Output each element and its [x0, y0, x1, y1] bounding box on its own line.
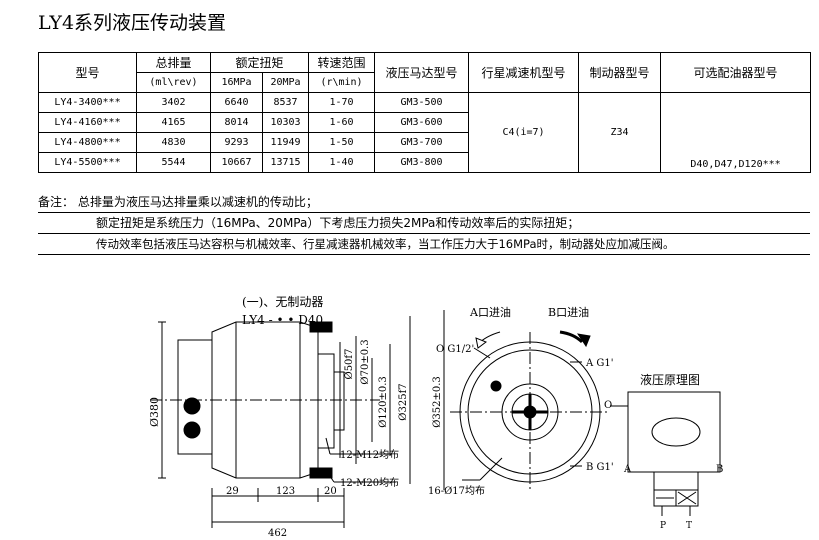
cell-model: LY4-3400*** [38, 92, 137, 113]
header-model: 型号 [38, 52, 137, 93]
port-a-in: A口进油 [469, 305, 511, 319]
port-a: A G1' [585, 358, 614, 369]
cell-speed: 1-40 [308, 152, 376, 173]
cell-reducer: C4(i=7) [468, 92, 580, 173]
note-line-1: 备注： 总排量为液压马达排量乘以减速机的传动比； [38, 192, 810, 213]
cell-speed: 1-50 [308, 132, 376, 153]
spec-table: 型号 总排量 额定扭矩 转速范围 液压马达型号 行星减速机型号 制动器型号 可选… [38, 52, 812, 173]
schematic-title: 液压原理图 [640, 372, 700, 387]
cell-speed: 1-60 [308, 112, 376, 133]
schematic-p: P [660, 521, 666, 531]
page-title: LY4系列液压传动装置 [38, 12, 227, 34]
cell-displacement: 3402 [136, 92, 211, 113]
dim-d50: Ø50f7 [344, 349, 355, 380]
schematic-a: A [623, 464, 632, 475]
table-row: LY4-4800*** 4830 9293 11949 1-50 GM3-700 [38, 132, 811, 153]
table-row: LY4-3400*** 3402 6640 8537 1-70 GM3-500 … [38, 92, 812, 173]
header-displacement-unit: (ml\rev) [136, 72, 211, 93]
cell-torque-20: 8537 [261, 92, 310, 113]
cell-motor: GM3-800 [374, 152, 470, 173]
cell-torque-16: 8014 [210, 112, 263, 133]
header-torque-16: 16MPa [210, 72, 263, 93]
front-view [450, 332, 610, 492]
schematic-t: T [686, 521, 692, 531]
cell-speed: 1-70 [308, 92, 376, 113]
header-torque-20: 20MPa [261, 72, 310, 93]
header-brake: 制动器型号 [578, 52, 662, 93]
dim-d325: Ø325f7 [398, 383, 409, 420]
dim-d380: Ø380 [148, 397, 161, 427]
note-line-3: 传动效率包括液压马达容积与机械效率、行星减速器机械效率，当工作压力大于16MPa… [38, 234, 810, 255]
cell-motor: GM3-700 [374, 132, 470, 153]
cell-model: LY4-5500*** [38, 152, 137, 173]
notes-block: 备注： 总排量为液压马达排量乘以减速机的传动比； 额定扭矩是系统压力（16MPa… [38, 192, 810, 255]
drawing-caption-2: LY4 - • • D40 [242, 313, 323, 327]
cell-displacement: 4830 [136, 132, 211, 153]
header-speed-unit: (r\min) [308, 72, 376, 93]
cell-torque-16: 9293 [210, 132, 263, 153]
port-o: O G1/2' [436, 344, 474, 355]
note-text-1: 总排量为液压马达排量乘以减速机的传动比； [77, 195, 318, 209]
cell-adapter: D40,D47,D120*** [660, 92, 812, 173]
dim-bolt-m12: 12-M12均布 [340, 449, 399, 461]
header-speed: 转速范围 [308, 52, 376, 73]
cell-torque-20: 10303 [261, 112, 310, 133]
cell-torque-16: 6640 [210, 92, 263, 113]
drawing-caption-1: (一)、无制动器 [242, 295, 323, 309]
cell-motor: GM3-600 [374, 112, 470, 133]
note-line-2: 额定扭矩是系统压力（16MPa、20MPa）下考虑压力损失2MPa和传动效率后的… [38, 213, 810, 234]
header-motor: 液压马达型号 [374, 52, 470, 93]
header-displacement: 总排量 [136, 52, 211, 73]
notes-label: 备注： [38, 195, 75, 209]
hydraulic-schematic [610, 391, 721, 516]
cell-brake: Z34 [578, 92, 662, 173]
dim-d120: Ø120±0.3 [378, 376, 389, 428]
cell-torque-16: 10667 [210, 152, 263, 173]
cell-model: LY4-4160*** [38, 112, 137, 133]
port-b: B G1' [586, 462, 614, 473]
dim-bolt-m20: 12-M20均布 [340, 477, 399, 489]
header-adapter: 可选配油器型号 [660, 52, 812, 93]
cell-torque-20: 11949 [261, 132, 310, 153]
schematic-b: B [716, 464, 723, 475]
header-torque: 额定扭矩 [209, 52, 310, 73]
header-reducer: 行星减速机型号 [468, 52, 580, 93]
port-b-in: B口进油 [548, 305, 589, 319]
cell-displacement: 4165 [136, 112, 211, 133]
technical-drawing: (一)、无制动器 LY4 - • • D40 Ø380 Ø50f7 Ø70±0.… [148, 295, 723, 539]
cell-displacement: 5544 [136, 152, 211, 173]
dim-462: 462 [268, 528, 287, 539]
schematic-o: O [604, 400, 612, 411]
dim-d352: Ø352±0.3 [432, 376, 443, 428]
cell-model: LY4-4800*** [38, 132, 137, 153]
dim-123: 123 [276, 486, 295, 497]
dim-holes: 16-Ø17均布 [428, 485, 485, 497]
dim-d70: Ø70±0.3 [360, 339, 371, 384]
cell-torque-20: 13715 [261, 152, 310, 173]
cell-motor: GM3-500 [374, 92, 470, 113]
dim-20: 20 [324, 486, 337, 497]
dim-29: 29 [226, 486, 239, 497]
side-view [150, 321, 380, 479]
table-row: LY4-5500*** 5544 10667 13715 1-40 GM3-80… [38, 152, 811, 173]
